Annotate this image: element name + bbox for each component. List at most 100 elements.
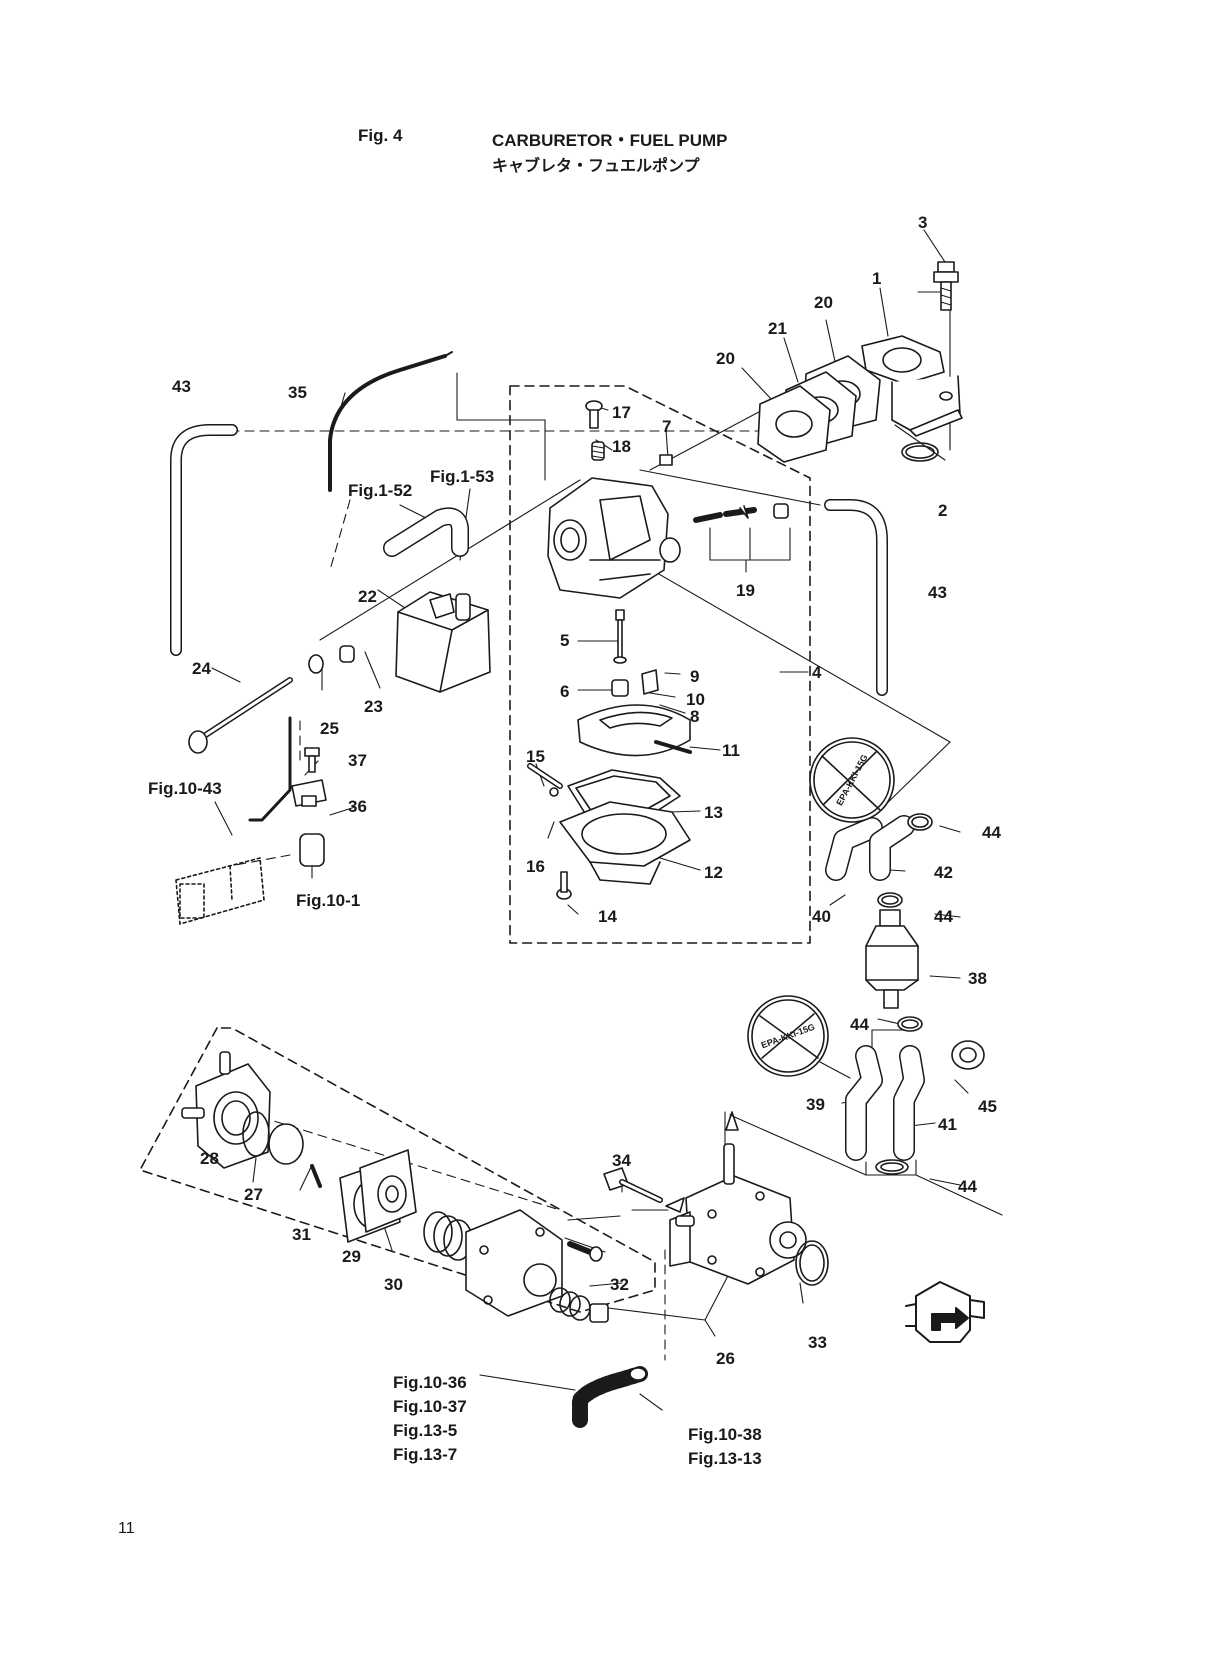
callout-16: 16 [526,857,545,876]
part-5-main-nozzle [613,609,627,664]
carburetor-assembly-box [509,385,811,944]
part-26-fuel-pump [665,1111,807,1285]
callout-28: 28 [200,1149,219,1168]
ref-fig-10-37: Fig.10-37 [393,1397,467,1416]
callout-32: 32 [610,1275,629,1294]
ref-fig-13-7: Fig.13-7 [393,1445,457,1464]
part-11-float-pin [654,740,692,754]
callout-41: 41 [938,1115,957,1134]
part-14-screw [556,871,572,900]
callout-45: 45 [978,1097,997,1116]
callout-4: 4 [812,663,822,682]
part-6-main-jet [611,679,629,697]
part-33-o-ring [795,1240,829,1286]
callout-37: 37 [348,751,367,770]
callout-3: 3 [918,213,927,232]
epa-stamp-lower [747,995,829,1077]
callout-labels: 3 1 20 21 20 2 43 43 35 17 18 7 19 4 5 6… [148,213,1001,1468]
callout-20-outer: 20 [814,293,833,312]
ref-fig-13-5: Fig.13-5 [393,1421,457,1440]
callout-7: 7 [662,417,671,436]
part-42-hose [869,815,915,881]
callout-2: 2 [938,501,947,520]
callout-14: 14 [598,907,617,926]
callout-31: 31 [292,1225,311,1244]
callout-10: 10 [686,690,705,709]
part-34-bolt [603,1167,663,1203]
part-19-pilot-screw-set [693,503,789,523]
fuel-pump-direction-inset [905,1281,985,1343]
callout-8: 8 [690,707,699,726]
part-39-hose [845,1045,883,1161]
part-36-cable-clamp [291,779,327,807]
part-35-throttle-cable [328,354,447,492]
ref-fig-13-13: Fig.13-13 [688,1449,762,1468]
carburetor-body [547,477,681,599]
part-38-fuel-filter [865,909,919,1009]
callout-11: 11 [722,741,740,760]
part-44-hose-clip-bottom [875,1159,909,1175]
callout-44-lower-mid: 44 [850,1015,869,1034]
callout-26: 26 [716,1349,735,1368]
part-16-o-ring [549,787,559,797]
fig-10-38-clip [629,1367,647,1381]
part-41-hose [893,1045,925,1161]
ref-fig-10-43: Fig.10-43 [148,779,222,798]
ref-fig-10-1: Fig.10-1 [296,891,360,910]
part-44-hose-clip-top [907,813,933,831]
part-44-hose-clip-lower-mid [897,1016,923,1032]
part-37-screw [304,747,320,773]
callout-30: 30 [384,1275,403,1294]
figure-number: Fig. 4 [358,126,403,145]
part-22-cover [395,591,491,693]
callout-13: 13 [704,803,723,822]
part-7-plug [659,454,673,466]
part-43-hose-right [824,499,888,696]
callout-1: 1 [872,269,881,288]
part-32-screw [567,1241,603,1262]
callout-35: 35 [288,383,307,402]
callout-34: 34 [612,1151,631,1170]
callout-29: 29 [342,1247,361,1266]
callout-18: 18 [612,437,631,456]
part-45-grommet [951,1040,985,1070]
callout-23: 23 [364,697,383,716]
part-27-o-ring [242,1111,270,1157]
part-9-float-valve [641,669,659,695]
pump-cover [465,1209,563,1317]
callout-43-right: 43 [928,583,947,602]
part-1-intake-manifold [861,335,963,437]
callout-24: 24 [192,659,211,678]
callout-33: 33 [808,1333,827,1352]
pump-valve-spring-cap [549,1287,609,1323]
callout-43-left: 43 [172,377,191,396]
part-43-hose-left [170,424,238,656]
callout-42: 42 [934,863,953,882]
ref-fig-10-36: Fig.10-36 [393,1373,467,1392]
ref-fig-1-53: Fig.1-53 [430,467,494,486]
callout-22: 22 [358,587,377,606]
part-40-hose [825,817,883,881]
fig-10-43-reference-part [175,857,265,925]
callout-9: 9 [690,667,699,686]
callout-25: 25 [320,719,339,738]
figure-title-english: CARBURETOR・FUEL PUMP [492,131,728,150]
part-20-gasket-inner [757,385,831,463]
callout-36: 36 [348,797,367,816]
pump-spring [423,1211,473,1261]
callout-19: 19 [736,581,755,600]
fig-10-1-boss [299,833,325,867]
part-24-long-bolt [188,677,293,754]
callout-39: 39 [806,1095,825,1114]
part-23-collar [339,645,355,663]
part-28-pump-body [181,1051,271,1169]
part-3-bolt [933,261,959,311]
part-27-valve-plate [268,1123,304,1165]
part-12-float-chamber [559,801,691,885]
part-15-drain-screw [527,763,563,789]
part-31-screw [310,1164,322,1188]
callout-44-top: 44 [982,823,1001,842]
callout-5: 5 [560,631,569,650]
ref-fig-10-38: Fig.10-38 [688,1425,762,1444]
